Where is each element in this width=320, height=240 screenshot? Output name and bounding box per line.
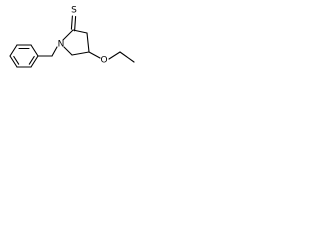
sulfur-label: S xyxy=(71,6,77,16)
ring-bond xyxy=(86,32,90,53)
ring-bond xyxy=(9,44,18,57)
ring-bond xyxy=(9,55,18,68)
ring-double-bond xyxy=(13,55,20,65)
thione-double-bond xyxy=(74,15,77,32)
ring-bond xyxy=(63,46,73,56)
oxygen-atom: O xyxy=(100,56,107,66)
ring-bond xyxy=(71,51,90,56)
ether-bond xyxy=(88,51,101,59)
ring-bond xyxy=(62,29,74,41)
ring-bond xyxy=(30,44,39,57)
nitrogen-atom: N xyxy=(58,40,65,50)
benzyl-n-bond xyxy=(51,46,58,57)
ring-bond xyxy=(72,29,88,34)
nitrogen-label: N xyxy=(58,40,65,50)
ethyl-bond xyxy=(119,51,135,63)
thione-double-bond xyxy=(70,15,73,30)
molecule-drawing: S N O xyxy=(9,6,135,68)
benzene-ring xyxy=(9,44,39,68)
ring-double-bond xyxy=(28,55,35,65)
pyrrolidine-ring xyxy=(62,29,90,56)
ring-bond xyxy=(30,55,39,68)
structure-diagram: S N O xyxy=(0,0,142,95)
sulfur-atom: S xyxy=(71,6,77,16)
oxygen-label: O xyxy=(100,56,107,66)
ethyl-bond xyxy=(108,51,121,60)
